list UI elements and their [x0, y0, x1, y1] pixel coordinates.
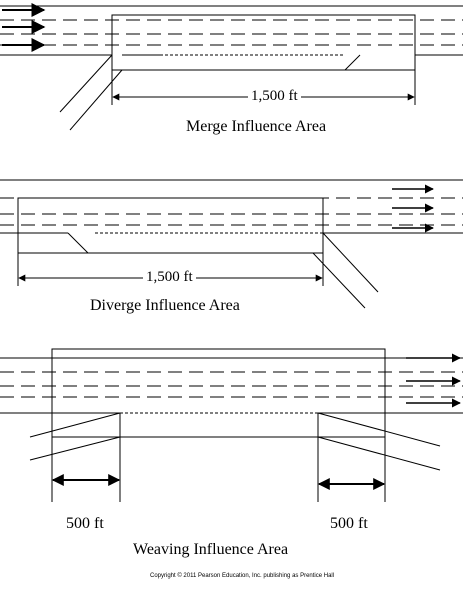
diverge-ramp-edge — [312, 252, 366, 309]
diverge-diagram — [0, 179, 463, 309]
diverge-taper-line — [67, 232, 89, 254]
weaving-right-dimension-label: 500 ft — [330, 515, 368, 532]
weaving-caption: Weaving Influence Area — [133, 541, 289, 558]
copyright-notice: Copyright © 2011 Pearson Education, Inc.… — [150, 573, 335, 579]
merge-diagram — [0, 3, 463, 131]
weaving-ramp-edge — [317, 412, 441, 447]
diverge-caption: Diverge Influence Area — [90, 297, 240, 314]
merge-caption: Merge Influence Area — [186, 118, 327, 135]
merge-taper-line — [344, 54, 361, 71]
diverge-dimension-label: 1,500 ft — [143, 270, 196, 285]
weaving-ramp-edge — [29, 436, 121, 461]
weaving-ramp-edge — [29, 412, 121, 438]
merge-ramp-edge — [69, 69, 123, 131]
weaving-influence-box — [51, 348, 386, 438]
diverge-influence-box — [17, 197, 324, 254]
merge-ramp-edge — [59, 54, 113, 113]
merge-dimension-label: 1,500 ft — [248, 89, 301, 104]
weaving-ramp-edge — [317, 436, 441, 471]
diverge-ramp-edge — [322, 232, 379, 293]
weaving-diagram — [0, 348, 463, 502]
merge-influence-box — [111, 14, 416, 71]
weaving-left-dimension-label: 500 ft — [66, 515, 104, 532]
